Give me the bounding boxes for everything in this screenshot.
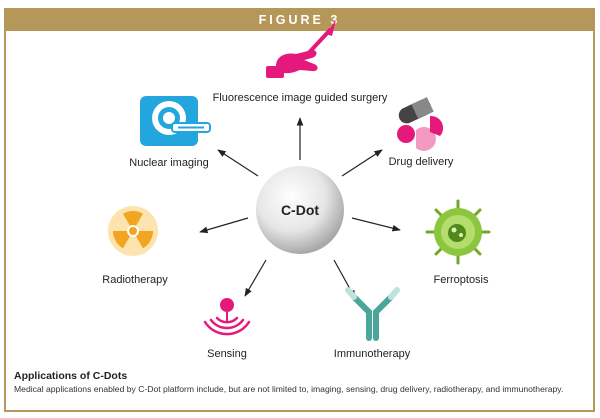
arrow-radio (199, 217, 249, 234)
center-label: C-Dot (281, 202, 319, 218)
label-sensing: Sensing (207, 348, 247, 360)
arrow-ferro (351, 217, 401, 232)
label-immuno: Immunotherapy (334, 348, 411, 360)
figure-frame: FIGURE 3 (4, 8, 595, 412)
arrow-drug (341, 149, 383, 177)
label-drug: Drug delivery (389, 156, 454, 168)
caption-title: Applications of C-Dots (14, 370, 128, 382)
signal-icon (203, 298, 251, 336)
label-nuclear: Nuclear imaging (129, 157, 208, 169)
scalpel-hand-icon (266, 20, 336, 78)
scanner-icon (140, 96, 211, 146)
radiation-icon (108, 206, 158, 256)
figure-banner: FIGURE 3 (6, 10, 593, 31)
caption-text: Medical applications enabled by C-Dot pl… (14, 384, 564, 394)
antibody-icon (345, 287, 400, 341)
arrow-sensing (244, 259, 267, 297)
pills-icon (397, 97, 444, 151)
cell-icon (425, 199, 491, 265)
c-dot-center: C-Dot (256, 166, 344, 254)
arrows (199, 117, 401, 299)
label-ferro: Ferroptosis (433, 274, 489, 286)
label-radio: Radiotherapy (102, 274, 168, 286)
label-surgery: Fluorescence image guided surgery (213, 92, 388, 104)
arrow-nuclear (217, 149, 259, 177)
c-dot-sphere (256, 166, 344, 254)
